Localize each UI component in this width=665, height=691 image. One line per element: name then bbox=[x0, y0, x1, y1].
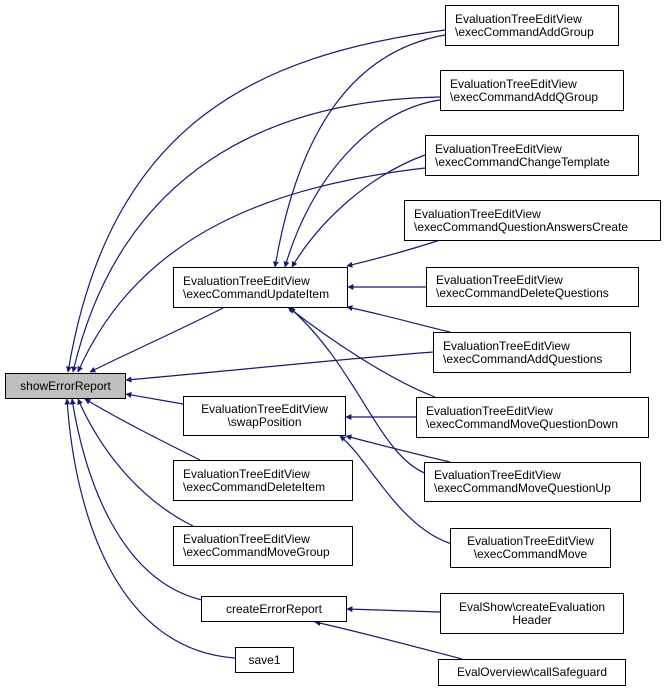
node-label-class: EvaluationTreeEditView bbox=[426, 403, 553, 418]
node-label: EvalOverview\callSafeguard bbox=[456, 665, 608, 679]
edge-questionAnswersCreate-updateItem bbox=[346, 239, 441, 268]
node-label-method: \execCommandMoveQuestionDown bbox=[426, 416, 619, 431]
edge-addQGroup-updateItem bbox=[283, 99, 441, 268]
node-label-method: \execCommandAddGroup bbox=[455, 24, 594, 39]
edge-moveGroup-showErrorReport bbox=[77, 398, 194, 527]
node-label-class: EvaluationTreeEditView bbox=[434, 468, 561, 482]
node-label-method: \execCommandMoveQuestionUp bbox=[434, 481, 611, 495]
node-label-method: \execCommandMoveGroup bbox=[183, 545, 330, 559]
node-label-class: EvaluationTreeEditView bbox=[183, 273, 310, 288]
node-execCommandMoveQuestionDown[interactable]: EvaluationTreeEditView \execCommandMoveQ… bbox=[416, 397, 649, 438]
edge-moveQuestionDown-updateItem bbox=[287, 306, 436, 398]
node-label-line2: Header bbox=[512, 612, 552, 627]
node-label-method: \execCommandDeleteQuestions bbox=[436, 286, 609, 300]
edge-createEvaluationHeader-createErrorReport bbox=[346, 606, 441, 613]
node-execCommandAddQuestions[interactable]: EvaluationTreeEditView \execCommandAddQu… bbox=[433, 332, 631, 373]
edge-deleteItem-showErrorReport bbox=[84, 398, 201, 461]
node-execCommandChangeTemplate[interactable]: EvaluationTreeEditView \execCommandChang… bbox=[425, 135, 639, 176]
node-label-line1: EvalShow\createEvaluation bbox=[458, 599, 606, 614]
node-execCommandUpdateItem[interactable]: EvaluationTreeEditView \execCommandUpdat… bbox=[173, 267, 348, 308]
node-execCommandAddQGroup[interactable]: EvaluationTreeEditView \execCommandAddQG… bbox=[440, 70, 624, 111]
node-label-class: EvaluationTreeEditView bbox=[201, 402, 328, 416]
node-execCommandQuestionAnswersCreate[interactable]: EvaluationTreeEditView \execCommandQuest… bbox=[404, 200, 661, 241]
node-label-method: \execCommandAddQuestions bbox=[443, 351, 603, 366]
node-label: save1 bbox=[248, 652, 281, 667]
edge-changeTemplate-showErrorReport bbox=[77, 167, 426, 373]
edge-swapPosition-showErrorReport bbox=[125, 391, 184, 405]
edge-addQuestions-updateItem bbox=[346, 305, 451, 333]
edge-addGroup-showErrorReport bbox=[65, 29, 446, 373]
node-label-class: EvaluationTreeEditView bbox=[450, 76, 577, 91]
node-swapPosition[interactable]: EvaluationTreeEditView \swapPosition bbox=[183, 396, 346, 436]
node-label: showErrorReport bbox=[20, 378, 111, 393]
node-label-class: EvaluationTreeEditView bbox=[455, 11, 582, 26]
edge-addGroup-updateItem bbox=[272, 34, 446, 268]
node-label-method: \execCommandMove bbox=[473, 547, 588, 561]
node-label-method: \swapPosition bbox=[227, 415, 302, 429]
node-execCommandDeleteItem[interactable]: EvaluationTreeEditView \execCommandDelet… bbox=[173, 460, 353, 501]
node-label-class: EvaluationTreeEditView bbox=[414, 206, 541, 221]
edge-move-swapPosition bbox=[339, 435, 456, 546]
edge-save1-showErrorReport bbox=[64, 398, 236, 659]
edge-callSafeguard-createErrorReport bbox=[314, 620, 463, 660]
node-execCommandMove[interactable]: EvaluationTreeEditView \execCommandMove bbox=[450, 528, 611, 568]
node-label-class: EvaluationTreeEditView bbox=[435, 141, 562, 156]
node-label-class: EvaluationTreeEditView bbox=[183, 466, 310, 481]
node-createEvaluationHeader[interactable]: EvalShow\createEvaluation Header bbox=[440, 593, 624, 634]
node-label-method: \execCommandUpdateItem bbox=[183, 286, 330, 301]
node-createErrorReport[interactable]: createErrorReport bbox=[201, 596, 347, 622]
edge-changeTemplate-updateItem bbox=[291, 154, 426, 268]
node-showErrorReport[interactable]: showErrorReport bbox=[5, 373, 126, 399]
node-label-method: \execCommandQuestionAnswersCreate bbox=[414, 219, 629, 234]
edge-moveQuestionUp-swapPosition bbox=[345, 434, 451, 463]
node-label-class: EvaluationTreeEditView bbox=[467, 534, 594, 548]
node-label-method: \execCommandAddQGroup bbox=[450, 89, 599, 104]
edge-updateItem-showErrorReport bbox=[89, 306, 226, 373]
node-label: createErrorReport bbox=[225, 601, 323, 616]
node-execCommandDeleteQuestions[interactable]: EvaluationTreeEditView \execCommandDelet… bbox=[426, 267, 639, 307]
node-label-class: EvaluationTreeEditView bbox=[183, 532, 310, 546]
node-execCommandMoveGroup[interactable]: EvaluationTreeEditView \execCommandMoveG… bbox=[173, 526, 353, 566]
edge-moveQuestionUp-updateItem bbox=[289, 307, 431, 476]
node-label-method: \execCommandChangeTemplate bbox=[435, 154, 610, 169]
node-save1[interactable]: save1 bbox=[235, 647, 294, 673]
node-label-class: EvaluationTreeEditView bbox=[443, 338, 570, 353]
node-callSafeguard[interactable]: EvalOverview\callSafeguard bbox=[438, 659, 626, 686]
edge-addQuestions-showErrorReport bbox=[125, 351, 434, 383]
node-label-class: EvaluationTreeEditView bbox=[436, 273, 563, 287]
node-label-method: \execCommandDeleteItem bbox=[183, 479, 326, 494]
edge-createErrorReport-showErrorReport bbox=[69, 398, 203, 601]
node-execCommandAddGroup[interactable]: EvaluationTreeEditView \execCommandAddGr… bbox=[445, 5, 619, 46]
node-execCommandMoveQuestionUp[interactable]: EvaluationTreeEditView \execCommandMoveQ… bbox=[424, 462, 641, 502]
edge-addQGroup-showErrorReport bbox=[71, 96, 441, 373]
